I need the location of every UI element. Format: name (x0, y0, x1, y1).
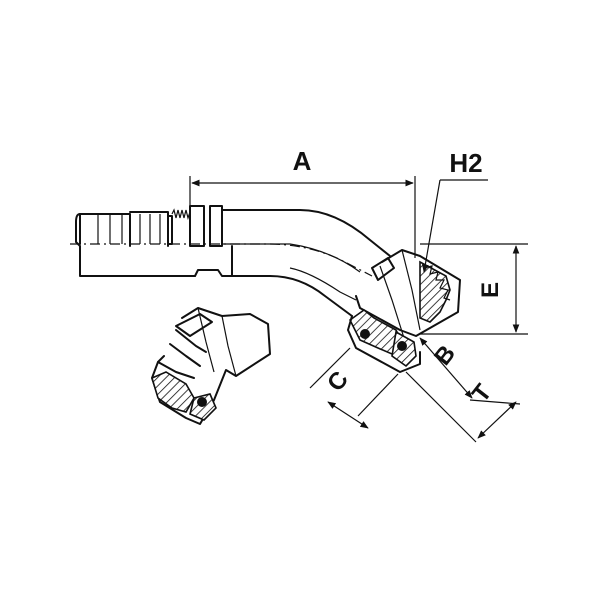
dim-b-line (419, 337, 473, 399)
dim-c-ext-1 (309, 347, 351, 389)
hose-tail (75, 213, 196, 277)
dim-e-label: E (477, 282, 504, 298)
nut-body (355, 249, 461, 337)
dim-t-ext (405, 371, 521, 443)
dim-c-ext-2 (357, 373, 399, 417)
ferrule-ridge (129, 211, 173, 247)
dimension-a: A (189, 146, 416, 258)
collar-1 (189, 205, 205, 247)
dimension-h2: H2 (424, 148, 488, 272)
detail-inner (157, 329, 207, 379)
dimension-b: B (419, 337, 473, 399)
dim-t-line (477, 401, 517, 439)
nut-hex-edge (371, 257, 395, 281)
dim-c-line (327, 401, 369, 429)
fitting-body (70, 205, 461, 373)
bent-tube-inner (222, 243, 361, 273)
o-ring (360, 329, 370, 339)
detail-hatch-2 (189, 393, 217, 421)
tail-lower-outline (194, 245, 233, 277)
dimension-e: E (420, 243, 528, 335)
bent-tube-lower (231, 275, 353, 317)
dimension-c: C (309, 347, 399, 429)
detail-hatch-1 (151, 371, 195, 413)
dim-b-label: B (429, 340, 461, 370)
detail-view (151, 307, 271, 425)
dim-h2-label: H2 (449, 148, 482, 178)
bent-tube-inner-2 (289, 267, 357, 301)
center-line (70, 243, 373, 277)
nut-flat (379, 249, 421, 339)
dimension-t: T (405, 371, 521, 443)
bent-tube-upper (221, 209, 391, 257)
detail-o-ring (197, 397, 207, 407)
knurl (171, 208, 191, 246)
collar-2 (209, 205, 223, 247)
barb-serrations (97, 214, 161, 244)
dim-t-label: T (467, 379, 498, 407)
detail-nut-flats (197, 307, 237, 377)
o-ring-2 (397, 341, 407, 351)
dim-h2-leader (424, 179, 488, 272)
detail-top-ring (175, 313, 213, 337)
dim-a-label: A (293, 146, 312, 176)
